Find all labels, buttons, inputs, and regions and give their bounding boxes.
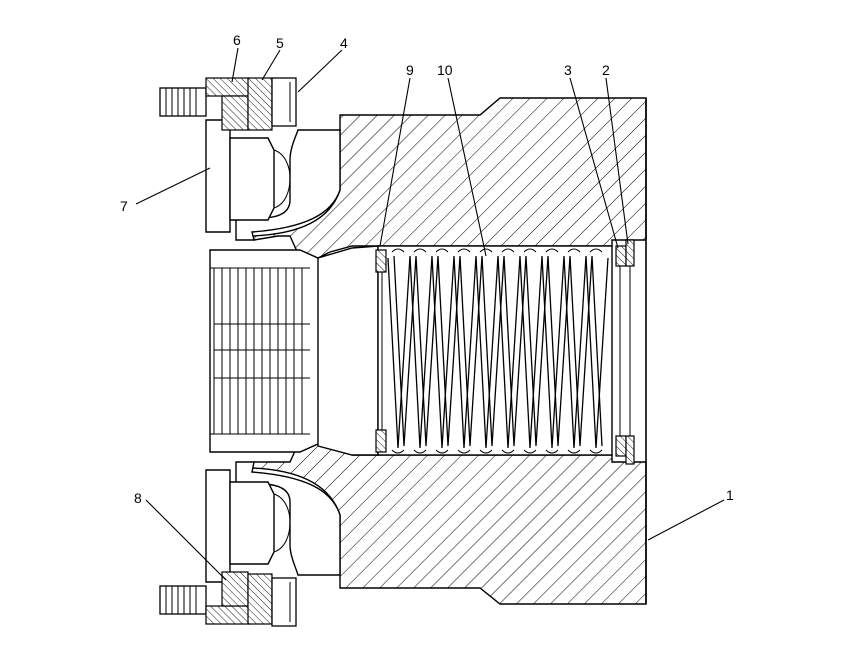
callout-7: 7 <box>120 198 128 214</box>
callout-10: 10 <box>437 62 453 78</box>
spring-cavity <box>377 245 613 456</box>
spring-seat-top <box>375 249 387 273</box>
retaining-ring-bottom <box>625 435 635 465</box>
spring-seat-bottom <box>375 429 387 453</box>
right-washer-top <box>615 245 627 267</box>
callout-8: 8 <box>134 490 142 506</box>
right-washer-bottom <box>615 435 627 457</box>
callout-2: 2 <box>602 62 610 78</box>
callout-4: 4 <box>340 35 348 51</box>
compression-spring <box>387 248 609 454</box>
callout-5: 5 <box>276 35 284 51</box>
callout-6: 6 <box>233 32 241 48</box>
thread-lines <box>210 267 310 435</box>
callout-9: 9 <box>406 62 414 78</box>
callout-3: 3 <box>564 62 572 78</box>
retaining-ring-top <box>625 239 635 267</box>
leader-lines <box>135 47 725 581</box>
bore-inner <box>317 245 379 456</box>
upper-bolt-assembly <box>159 77 341 241</box>
callout-1: 1 <box>726 487 734 503</box>
lower-bolt-assembly <box>159 461 341 627</box>
